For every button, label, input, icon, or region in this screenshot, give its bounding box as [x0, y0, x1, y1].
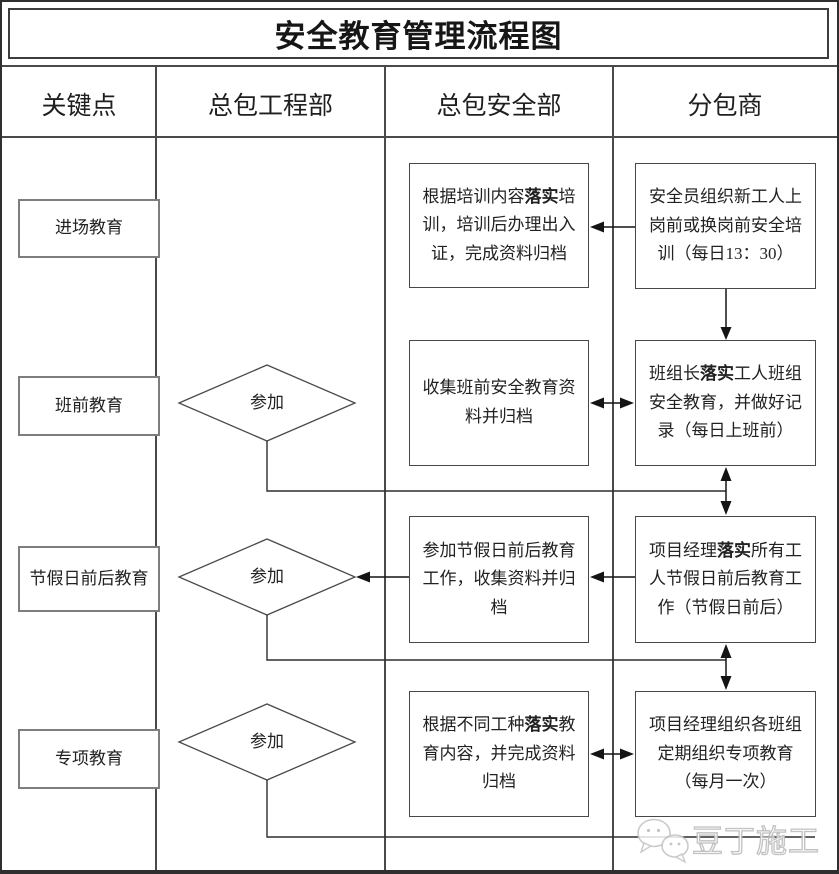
key-point-box-holiday-education: 节假日前后教育	[18, 546, 160, 612]
arrowhead-row3-diamond	[356, 571, 370, 583]
key-point-box-preshift-education: 班前教育	[18, 376, 160, 436]
process-box-text: 项目经理落实所有工人节假日前后教育工作（节假日前后）	[649, 540, 802, 617]
participate-label-row4: 参加	[250, 732, 284, 751]
process-box-row3-subcontractor: 项目经理落实所有工人节假日前后教育工作（节假日前后）	[635, 516, 816, 643]
arrowhead-row4-right	[620, 748, 634, 760]
page-title: 安全教育管理流程图	[8, 8, 829, 59]
arrowhead-row1-left	[590, 221, 604, 233]
connector-diamond-row4	[266, 780, 815, 838]
key-point-label: 进场教育	[55, 218, 123, 238]
column-header-general-engineering: 总包工程部	[156, 88, 385, 120]
key-point-label: 专项教育	[55, 748, 123, 768]
process-box-text: 收集班前安全教育资料并归档	[422, 378, 576, 426]
arrowhead-row4-left	[590, 748, 604, 760]
process-box-text: 参加节假日前后教育工作，收集资料并归档	[422, 540, 576, 617]
arrowhead-row2-left	[590, 397, 604, 409]
key-point-box-special-education: 专项教育	[18, 729, 160, 789]
key-point-label: 班前教育	[55, 395, 123, 415]
column-header-key-points: 关键点	[2, 88, 156, 120]
process-box-row4-subcontractor: 项目经理组织各班组定期组织专项教育（每月一次）	[635, 691, 816, 817]
process-box-text: 根据不同工种落实教育内容，并完成资料归档	[422, 715, 576, 792]
process-box-row2-safety: 收集班前安全教育资料并归档	[409, 340, 589, 466]
arrowhead-row2-up	[720, 467, 732, 481]
participate-diamond-row4	[177, 703, 357, 781]
process-box-row2-subcontractor: 班组长落实工人班组安全教育，并做好记录（每日上班前）	[635, 340, 816, 466]
connector-diamond-row3	[266, 615, 726, 661]
participate-label-row3: 参加	[250, 567, 284, 586]
process-box-text: 班组长落实工人班组安全教育，并做好记录（每日上班前）	[649, 364, 802, 441]
column-header-subcontractor: 分包商	[613, 88, 837, 120]
column-header-label: 总包安全部	[436, 93, 562, 120]
page-title-text: 安全教育管理流程图	[274, 19, 563, 54]
key-point-label: 节假日前后教育	[29, 568, 149, 588]
chat-bubbles-icon	[637, 818, 689, 864]
arrowhead-row3-up	[720, 644, 732, 658]
process-box-text: 根据培训内容落实培训，培训后办理出入证，完成资料归档	[422, 186, 576, 263]
connector-diamond-row2	[266, 441, 726, 492]
process-box-row4-safety: 根据不同工种落实教育内容，并完成资料归档	[409, 691, 589, 817]
process-box-row3-safety: 参加节假日前后教育工作，收集资料并归档	[409, 516, 589, 643]
column-header-general-safety: 总包安全部	[385, 88, 613, 120]
participate-label-row2: 参加	[250, 393, 284, 412]
process-box-row1-safety: 根据培训内容落实培训，培训后办理出入证，完成资料归档	[409, 163, 589, 288]
column-header-label: 分包商	[687, 93, 763, 120]
process-box-text: 安全员组织新工人上岗前或换岗前安全培训（每日13：30）	[649, 187, 802, 264]
process-box-row1-subcontractor: 安全员组织新工人上岗前或换岗前安全培训（每日13：30）	[635, 163, 816, 289]
arrowhead-row4-down	[720, 676, 732, 690]
process-box-text: 项目经理组织各班组定期组织专项教育（每月一次）	[649, 715, 802, 792]
column-header-label: 总包工程部	[207, 93, 333, 120]
arrowhead-row3-down	[720, 501, 732, 515]
watermark-text: 豆丁施工	[691, 823, 820, 859]
arrowhead-row1-down	[720, 327, 732, 340]
key-point-box-entrance-education: 进场教育	[18, 199, 160, 258]
participate-diamond-row3	[177, 538, 357, 616]
participate-diamond-row2	[177, 364, 357, 442]
watermark: 豆丁施工	[634, 808, 834, 870]
arrowhead-row3-left	[590, 571, 604, 583]
arrowhead-row2-right	[620, 397, 634, 409]
column-header-label: 关键点	[41, 93, 117, 120]
